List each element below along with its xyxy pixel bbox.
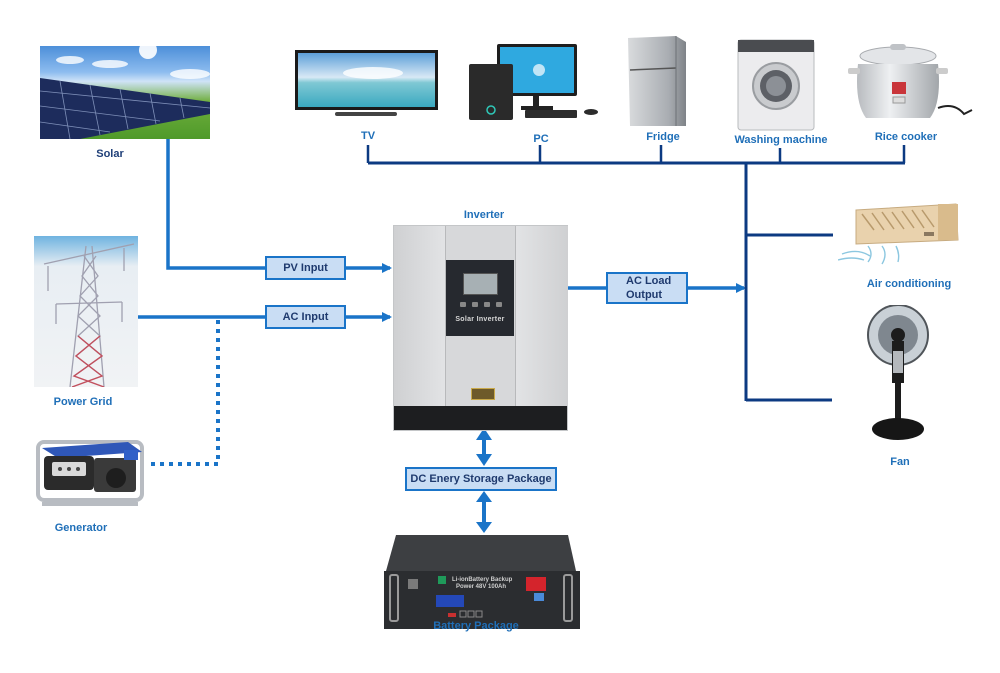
dc-storage-box: DC Enery Storage Package <box>405 467 557 491</box>
battery-panel-line2: Power 48V 100Ah <box>456 584 507 590</box>
solar-label: Solar <box>96 148 124 160</box>
inverter-control-panel: Solar Inverter <box>446 260 514 336</box>
inverter-panel-text: Solar Inverter <box>455 316 505 323</box>
battery-panel-line1: Li-ionBattery Backup <box>452 577 513 583</box>
ac-load-output-box: AC Load Output <box>606 272 688 304</box>
power-grid-image <box>34 236 138 387</box>
pv-input-box: PV Input <box>265 256 346 280</box>
inverter-button <box>460 302 466 307</box>
inverter-label: Inverter <box>463 209 505 221</box>
rice-cooker-image <box>846 42 976 126</box>
generator-dotted-line <box>150 320 220 466</box>
fridge-label: Fridge <box>646 131 680 143</box>
ac-load-output-line1: AC Load <box>626 275 672 287</box>
tv-label: TV <box>360 130 376 142</box>
inverter-base <box>394 406 567 430</box>
inverter-button <box>472 302 478 307</box>
battery-label: Battery Package <box>433 620 519 632</box>
inverter-left-panel <box>394 226 446 406</box>
inverter-warning-label <box>471 388 495 400</box>
tv-image <box>293 48 440 120</box>
generator-label: Generator <box>54 522 108 534</box>
inverter-button <box>484 302 490 307</box>
inverter-lcd-screen <box>463 273 498 295</box>
pc-label: PC <box>533 133 549 145</box>
air-conditioner-image <box>838 200 960 266</box>
solar-line <box>166 138 265 270</box>
air-conditioning-label: Air conditioning <box>866 278 952 290</box>
inverter-button <box>496 302 502 307</box>
battery-dc-arrow <box>476 491 492 533</box>
washing-machine-label: Washing machine <box>734 134 828 146</box>
power-grid-label: Power Grid <box>53 396 113 408</box>
inverter-right-panel <box>515 226 568 406</box>
washing-machine-image <box>736 38 816 132</box>
solar-panel-image <box>40 46 210 139</box>
ac-input-box: AC Input <box>265 305 346 329</box>
ac-load-output-line2: Output <box>626 289 663 301</box>
inverter-dc-arrow <box>476 428 492 466</box>
rice-cooker-label: Rice cooker <box>874 131 938 143</box>
generator-image <box>28 428 150 512</box>
fan-image <box>862 305 934 445</box>
pc-image <box>467 42 607 122</box>
fridge-image <box>624 34 690 128</box>
battery-unit: Li-ionBattery Backup Power 48V 100Ah <box>378 533 584 631</box>
fan-label: Fan <box>890 456 910 468</box>
inverter-unit: Solar Inverter <box>393 225 568 431</box>
inverter-buttons <box>460 302 502 308</box>
